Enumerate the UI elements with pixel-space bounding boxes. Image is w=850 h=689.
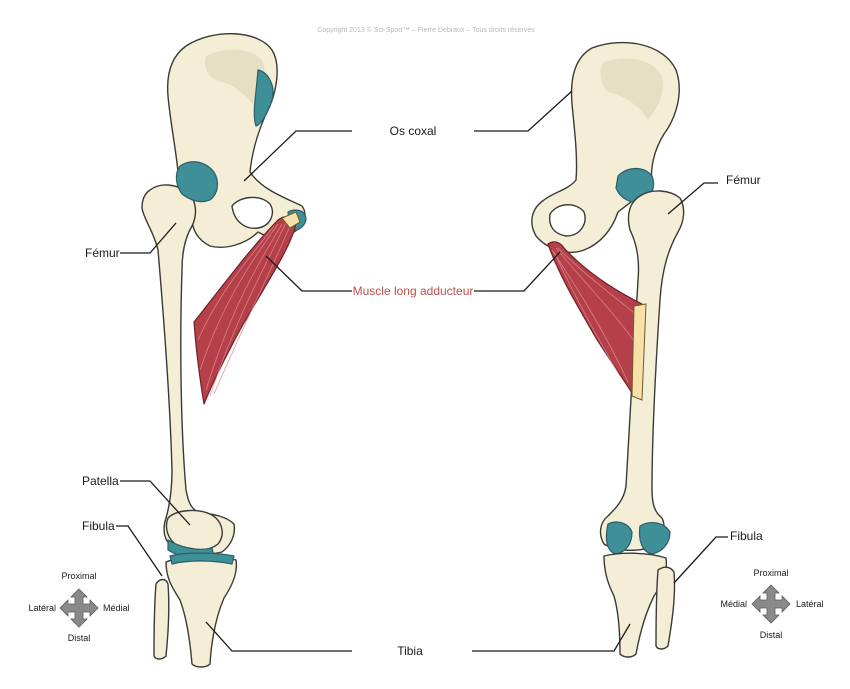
label-os-coxal: Os coxal (390, 124, 437, 138)
leader-tibia-left (205, 621, 352, 652)
label-patella: Patella (82, 474, 119, 488)
left-long-adductor-muscle (193, 211, 301, 405)
compass-right-distal: Distal (760, 630, 783, 640)
leader-tibia-right (472, 623, 631, 652)
compass-right-medial: Médial (720, 599, 747, 609)
four-way-arrow-icon (59, 588, 99, 628)
left-femur (141, 161, 236, 559)
right-long-adductor-muscle (547, 241, 647, 401)
leader-femur-right (667, 182, 718, 215)
orientation-compass-left: Proximal Distal Latéral Médial (28, 571, 129, 643)
label-tibia: Tibia (397, 644, 423, 658)
leader-muscle-left (265, 255, 352, 292)
leader-fibula-right (673, 536, 728, 584)
leader-fibula-left (116, 525, 163, 577)
left-leg-illustration (141, 32, 307, 668)
leader-femur-left (120, 222, 177, 254)
leader-lines (116, 90, 728, 652)
compass-left-proximal: Proximal (61, 571, 96, 581)
compass-left-distal: Distal (68, 633, 91, 643)
right-hip-bone (531, 41, 680, 254)
labels: Os coxal Fémur Fémur Muscle long adducte… (82, 124, 763, 658)
compass-right-lateral: Latéral (796, 599, 824, 609)
four-way-arrow-icon (751, 584, 791, 624)
compass-left-medial: Médial (103, 603, 130, 613)
leader-patella (120, 480, 191, 526)
label-femur-left: Fémur (85, 246, 120, 260)
leader-os-coxal-right (474, 90, 573, 132)
leader-muscle-right (474, 251, 561, 292)
right-tibia-fibula (603, 552, 676, 658)
right-leg-illustration (531, 41, 685, 658)
compass-right-proximal: Proximal (753, 568, 788, 578)
label-muscle: Muscle long adducteur (353, 284, 474, 298)
label-femur-right: Fémur (726, 173, 761, 187)
label-fibula-right: Fibula (730, 529, 763, 543)
left-tibia-fibula (153, 552, 238, 668)
label-fibula-left: Fibula (82, 519, 115, 533)
orientation-compass-right: Proximal Distal Médial Latéral (720, 568, 823, 640)
leader-os-coxal-left (243, 130, 352, 182)
copyright-text: Copyright 2013 © Sci-Sport™ – Pierre Deb… (317, 26, 535, 34)
compass-left-lateral: Latéral (28, 603, 56, 613)
